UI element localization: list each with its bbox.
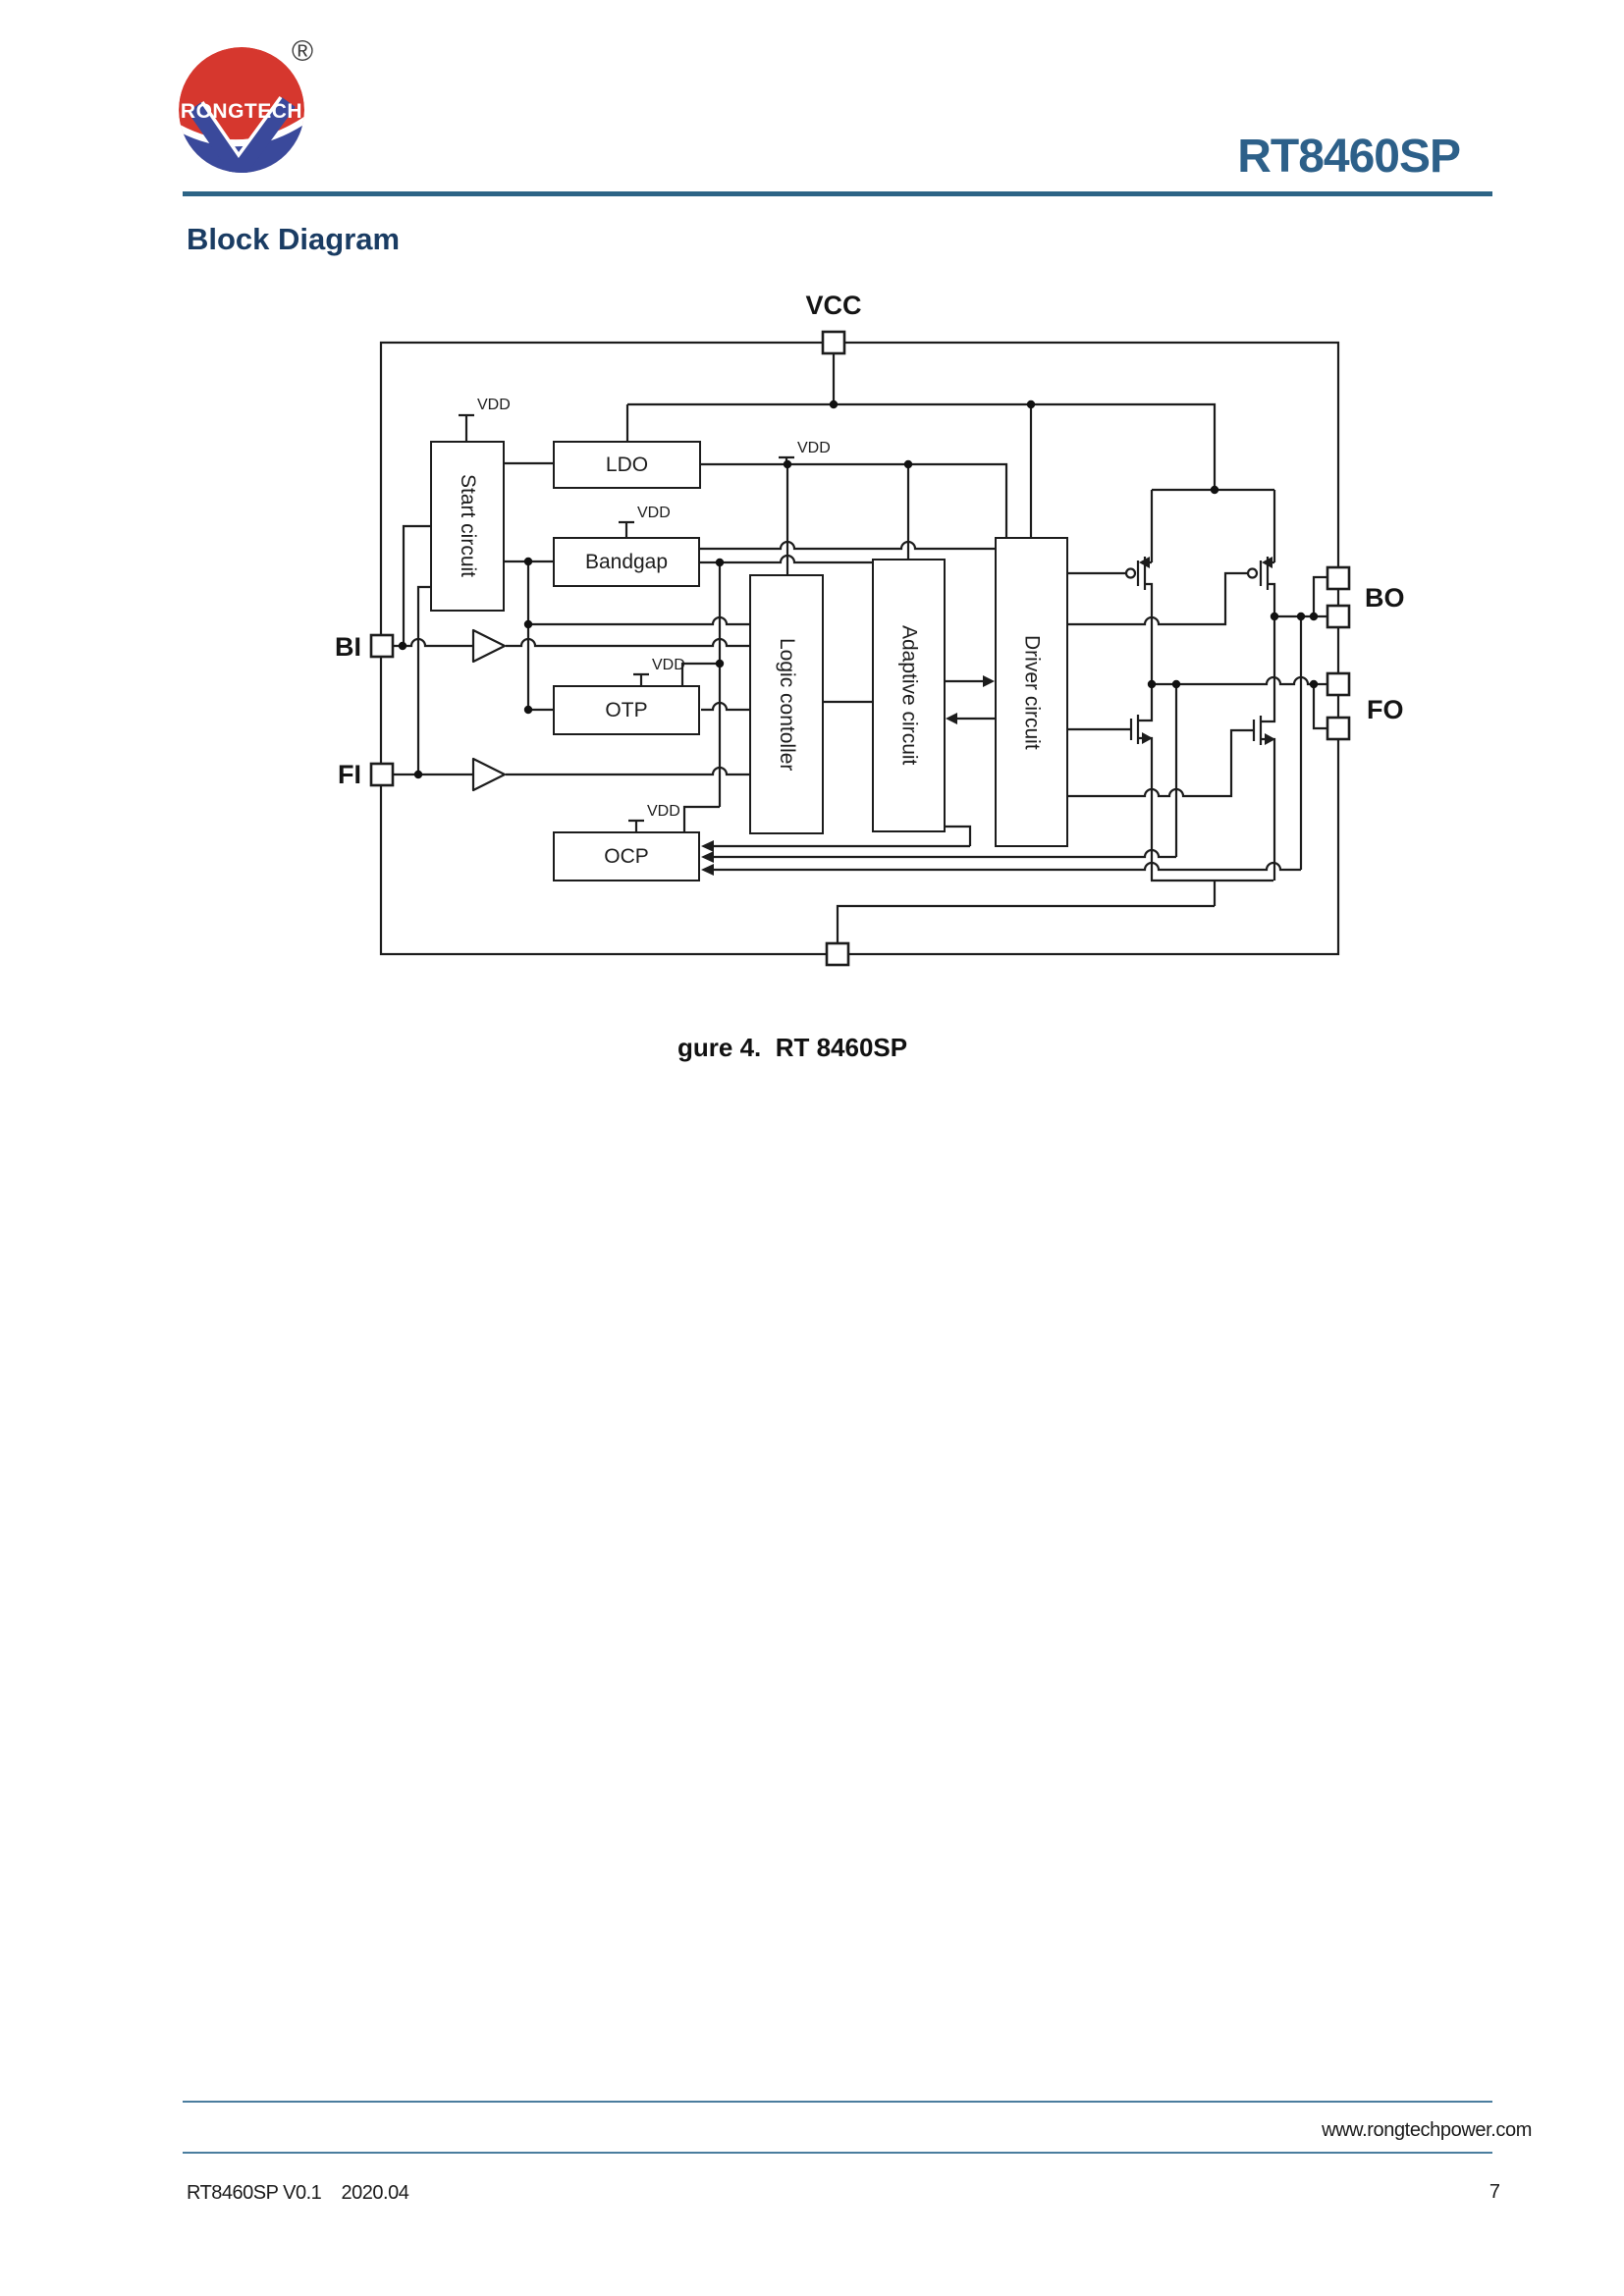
bi-buffer-icon [471, 628, 507, 664]
bi-label: BI [335, 632, 361, 662]
vcc-pin [821, 330, 846, 355]
website-link[interactable]: www.rongtechpower.com [1322, 2119, 1532, 2141]
block-ldo: LDO [553, 441, 701, 489]
block-driver-circuit: Driver circuit [995, 537, 1068, 847]
footer-rule-top [183, 2101, 1492, 2103]
page-number: 7 [1489, 2181, 1500, 2203]
fo-label: FO [1367, 695, 1404, 724]
block-label: Bandgap [584, 550, 669, 573]
fo-pin-lower [1326, 716, 1351, 741]
vcc-label: VCC [805, 291, 862, 320]
rongtech-logo: RONGTECH [179, 47, 304, 173]
bottom-pin [825, 941, 850, 967]
registered-trademark-icon: ® [292, 35, 314, 68]
chip-boundary [379, 341, 1340, 956]
arrow-right-icon [983, 675, 995, 687]
bo-label: BO [1365, 583, 1405, 613]
block-label: LDO [605, 453, 649, 476]
vdd-label: VDD [652, 657, 685, 673]
pmos-transistor [1136, 557, 1154, 684]
block-logic-controller: Logic contoller [749, 574, 824, 834]
vdd-symbol-start [459, 413, 474, 441]
pmos-transistor [1259, 557, 1276, 616]
header-rule [183, 191, 1492, 196]
doc-version: RT8460SP V0.1 2020.04 [187, 2182, 409, 2204]
block-label: OCP [604, 844, 649, 868]
block-label: Logic contoller [776, 637, 798, 772]
nmos-transistor [1129, 684, 1154, 881]
block-label: Start circuit [457, 474, 479, 578]
nmos-transistor [1252, 616, 1276, 881]
logo-v-icon [188, 96, 296, 173]
figure-caption: gure 4. RT 8460SP [677, 1033, 908, 1062]
header-part-number: RT8460SP [1237, 131, 1461, 183]
fi-buffer-icon [471, 757, 507, 792]
ocp-arrow-icon [701, 864, 714, 876]
vdd-label: VDD [797, 440, 831, 456]
fo-pin-upper [1326, 671, 1351, 697]
fi-label: FI [338, 760, 361, 789]
bi-pin [369, 633, 395, 659]
block-label: Adaptive circuit [897, 625, 921, 766]
block-bandgap: Bandgap [553, 537, 700, 587]
bo-pin-lower [1326, 604, 1351, 629]
block-otp: OTP [553, 685, 700, 735]
block-ocp: OCP [553, 831, 700, 881]
vdd-label: VDD [637, 505, 671, 521]
vdd-symbol-otp [633, 672, 649, 685]
vdd-label: VDD [477, 397, 511, 413]
fi-pin [369, 762, 395, 787]
vdd-symbol-bandgap [619, 520, 634, 537]
block-adaptive-circuit: Adaptive circuit [872, 559, 946, 832]
ocp-arrow-icon [701, 851, 714, 863]
block-diagram [369, 330, 1351, 967]
vdd-symbol-ocp [628, 819, 644, 831]
block-start-circuit: Start circuit [430, 441, 505, 612]
logo-brand-text: RONGTECH [181, 100, 302, 123]
page-title: Block Diagram [187, 222, 401, 256]
arrow-left-icon [946, 713, 957, 724]
bo-pin-upper [1326, 565, 1351, 591]
block-label: Driver circuit [1020, 634, 1044, 750]
block-label: OTP [605, 698, 648, 721]
vdd-label: VDD [647, 803, 680, 820]
ocp-arrow-icon [701, 840, 714, 852]
footer-rule-bottom [183, 2152, 1492, 2154]
